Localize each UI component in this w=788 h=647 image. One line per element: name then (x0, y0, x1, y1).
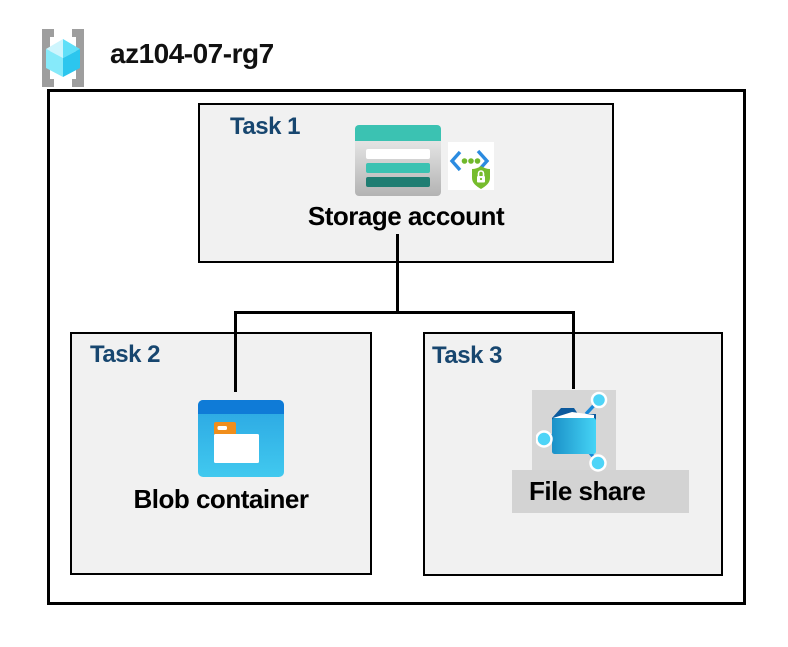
task1-label: Task 1 (230, 113, 300, 140)
blob-container-label: Blob container (133, 484, 309, 514)
connector-storage-stem (396, 234, 399, 314)
file-share-icon (536, 391, 608, 472)
task3-label: Task 3 (432, 342, 502, 369)
task2-label: Task 2 (90, 341, 160, 368)
storage-account-label: Storage account (307, 201, 505, 231)
task1-box: Task 1 Storage account (198, 103, 614, 263)
resource-group-name: az104-07-rg7 (110, 38, 274, 69)
resource-group-icon (42, 29, 84, 87)
file-share-label: File share (529, 476, 646, 506)
connector-horizontal (234, 311, 575, 314)
blob-container-icon (198, 400, 284, 477)
fileshare-label-highlight (512, 470, 689, 513)
connector-to-blob (234, 311, 237, 392)
task3-box: Task 3 File share (423, 332, 723, 576)
connector-to-fileshare (572, 311, 575, 389)
sas-lock-icon (448, 142, 494, 190)
storage-account-icon (355, 125, 441, 196)
task2-box: Task 2 Blob container (70, 332, 372, 575)
